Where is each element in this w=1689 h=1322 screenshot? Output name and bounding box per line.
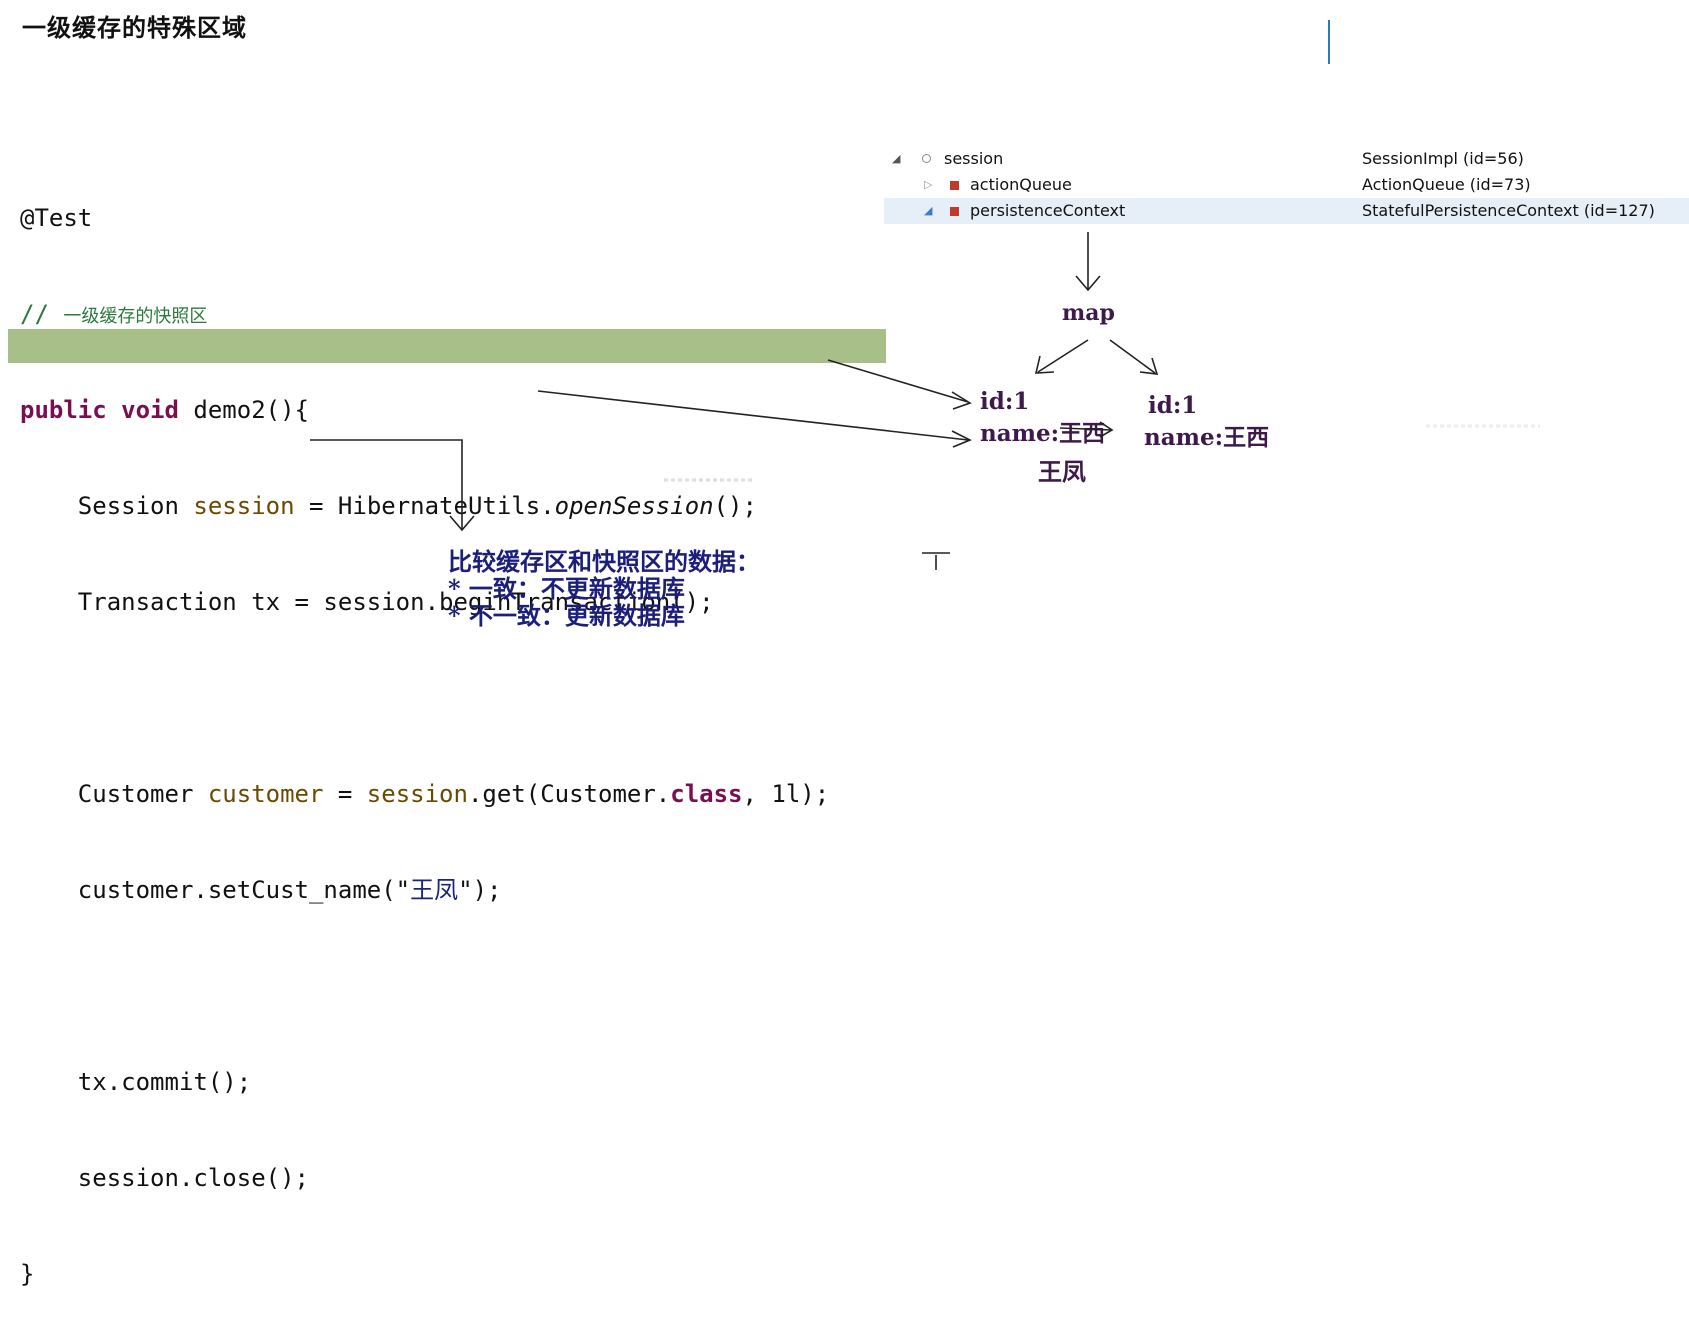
snapshot-name-label: name:王西 <box>1144 424 1270 451</box>
arrow-map-to-snapshot <box>1109 339 1156 374</box>
code-line-close: session.close(); <box>77 1164 309 1192</box>
cache-name-new-value: 王凤 <box>1038 457 1086 486</box>
code-line-annotation: @Test <box>20 204 93 232</box>
private-field-icon <box>950 207 959 216</box>
expand-arrow-icon[interactable]: ◢ <box>924 204 933 217</box>
notes-line-1: 比较缓存区和快照区的数据： <box>448 547 760 576</box>
collapse-arrow-icon[interactable]: ▷ <box>924 178 933 191</box>
debug-row-persistencecontext[interactable]: ◢ persistenceContext StatefulPersistence… <box>884 198 1689 224</box>
code-line-transaction: Transaction tx = session.beginTransactio… <box>77 588 714 616</box>
code-line-method: public void demo2(){ <box>20 396 309 424</box>
debug-row-session[interactable]: ◢ session SessionImpl (id=56) <box>884 146 1689 172</box>
page-title: 一级缓存的特殊区域 <box>22 14 247 42</box>
code-line-set-name: customer.setCust_name("王凤"); <box>77 876 502 904</box>
map-label: map <box>1062 300 1115 326</box>
cache-name-label: name:王西 <box>980 420 1106 447</box>
arrow-get-to-cache <box>827 359 969 403</box>
current-line-highlight <box>8 329 886 363</box>
debug-variables-tree[interactable]: ◢ session SessionImpl (id=56) ▷ actionQu… <box>884 146 1689 224</box>
comparison-notes: 比较缓存区和快照区的数据： * 一致：不更新数据库 * 不一致：更新数据库 <box>448 548 760 629</box>
debug-row-actionqueue[interactable]: ▷ actionQueue ActionQueue (id=73) <box>884 172 1689 198</box>
code-line-commit: tx.commit(); <box>77 1068 252 1096</box>
code-line-close-brace: } <box>20 1260 35 1288</box>
code-line-comment: // 一级缓存的快照区 <box>20 300 208 328</box>
local-variable-icon <box>922 154 931 163</box>
arrow-map-to-cache <box>1037 339 1089 373</box>
code-line-get-customer: Customer customer = session.get(Customer… <box>77 780 830 808</box>
code-line-open-session: Session session = HibernateUtils.openSes… <box>77 492 757 520</box>
snapshot-id-label: id:1 <box>1148 392 1198 419</box>
notes-line-2: * 一致：不更新数据库 <box>448 574 685 603</box>
cache-name-old-value: 王西 <box>1059 420 1106 447</box>
code-line-blank <box>20 970 829 1002</box>
cache-id-label: id:1 <box>980 388 1030 415</box>
arrow-commit-to-notes <box>310 439 463 530</box>
annotation-arrows <box>310 232 1540 570</box>
expand-arrow-icon[interactable]: ◢ <box>892 152 901 165</box>
arrow-setname-to-cache <box>537 390 969 441</box>
notes-line-3: * 不一致：更新数据库 <box>448 601 685 630</box>
private-field-icon <box>950 181 959 190</box>
editor-marker <box>1328 20 1330 64</box>
